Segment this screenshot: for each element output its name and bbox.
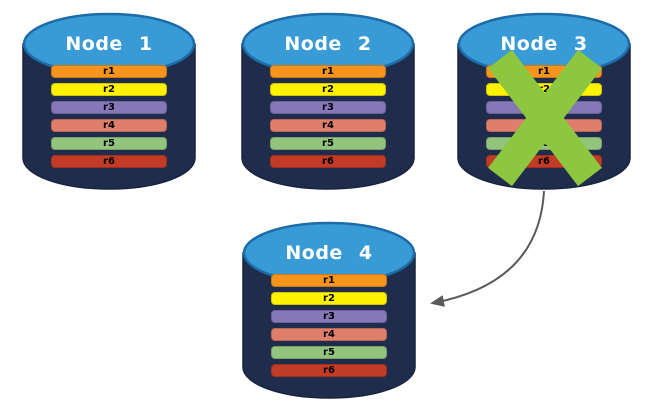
record-bar-r3: r3 [270,101,386,114]
record-label: r6 [322,156,334,167]
record-label: r3 [322,102,334,113]
record-bar-r5: r5 [271,346,387,359]
record-bar-r4: r4 [270,119,386,132]
record-label: r1 [322,66,334,77]
record-label: r6 [103,156,115,167]
cylinder-body [22,43,196,190]
node-title: Node 4 [285,242,373,264]
node-2: Node 2 r1 r2 r3 r4 r5 r6 [240,11,416,191]
record-bar-r6: r6 [271,364,387,377]
record-bar-r5: r5 [270,137,386,150]
record-bar-r2: r2 [271,292,387,305]
record-label: r6 [538,156,550,167]
record-bar-r1: r1 [271,274,387,287]
record-label: r1 [538,66,550,77]
record-label: r2 [322,84,334,95]
record-label: r4 [103,120,115,131]
record-bar-r6: r6 [51,155,167,168]
cylinder-body [241,43,415,190]
record-bar-r6: r6 [270,155,386,168]
record-list: r1 r2 r3 r4 r5 r6 [270,65,386,168]
record-list: r1 r2 r3 r4 r5 r6 [271,274,387,377]
record-label: r3 [323,311,335,322]
record-bar-r4: r4 [271,328,387,341]
failure-x-icon [488,49,602,187]
node-title: Node 1 [65,33,153,55]
record-label: r5 [323,347,335,358]
record-bar-r1: r1 [51,65,167,78]
record-bar-r1: r1 [270,65,386,78]
node-title: Node 3 [500,33,588,55]
record-list: r1 r2 r3 r4 r5 r6 [51,65,167,168]
record-label: r2 [323,293,335,304]
record-label: r3 [103,102,115,113]
record-label: r4 [323,329,335,340]
node-3: Node 3 r1 r2 r3 r4 r5 r6 [456,11,632,191]
record-bar-r2: r2 [51,83,167,96]
record-bar-r3: r3 [51,101,167,114]
database-cylinder-icon [242,221,416,399]
node-title: Node 2 [284,33,372,55]
database-cylinder-icon [22,12,196,190]
record-label: r5 [322,138,334,149]
node-1: Node 1 r1 r2 r3 r4 r5 r6 [21,11,197,191]
record-label: r1 [323,275,335,286]
record-label: r4 [322,120,334,131]
record-bar-r2: r2 [270,83,386,96]
record-bar-r3: r3 [271,310,387,323]
node-4: Node 4 r1 r2 r3 r4 r5 r6 [241,220,417,400]
record-bar-r4: r4 [51,119,167,132]
record-label: r2 [538,84,550,95]
record-bar-r5: r5 [51,137,167,150]
record-label: r5 [103,138,115,149]
record-label: r1 [103,66,115,77]
cylinder-body [242,252,416,399]
arrow-curve [430,190,545,307]
record-label: r6 [323,365,335,376]
record-label: r2 [103,84,115,95]
